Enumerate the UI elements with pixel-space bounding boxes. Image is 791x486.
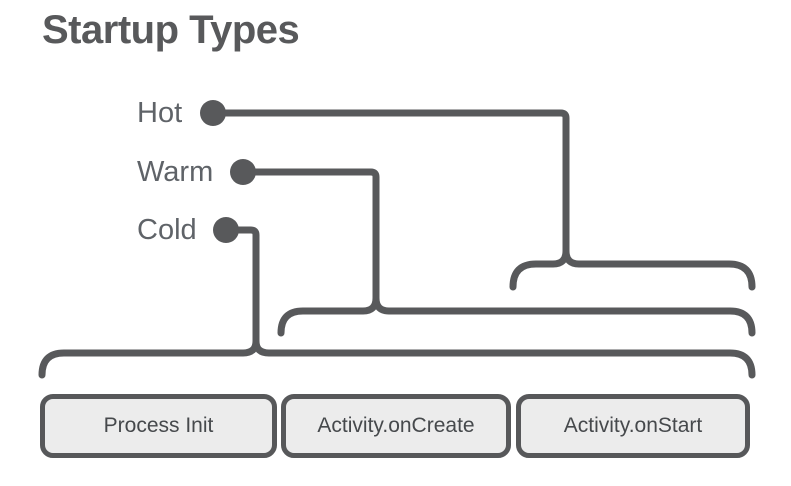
- hot-brace: [509, 250, 756, 291]
- warm-brace: [277, 297, 756, 337]
- stage-box-activity-onstart: Activity.onStart: [516, 394, 750, 458]
- warm-connector-line: [250, 168, 380, 302]
- stage-box-process-init: Process Init: [40, 394, 277, 458]
- hot-dot: [200, 100, 226, 126]
- warm-dot: [230, 159, 256, 185]
- cold-dot: [213, 217, 239, 243]
- type-label-cold: Cold: [137, 214, 197, 246]
- cold-brace: [38, 340, 756, 379]
- page-title: Startup Types: [42, 8, 300, 52]
- cold-connector-line: [233, 226, 260, 345]
- type-label-warm: Warm: [137, 156, 214, 188]
- stage-box-activity-oncreate: Activity.onCreate: [281, 394, 511, 458]
- type-label-hot: Hot: [137, 97, 183, 129]
- hot-connector-line: [220, 109, 570, 255]
